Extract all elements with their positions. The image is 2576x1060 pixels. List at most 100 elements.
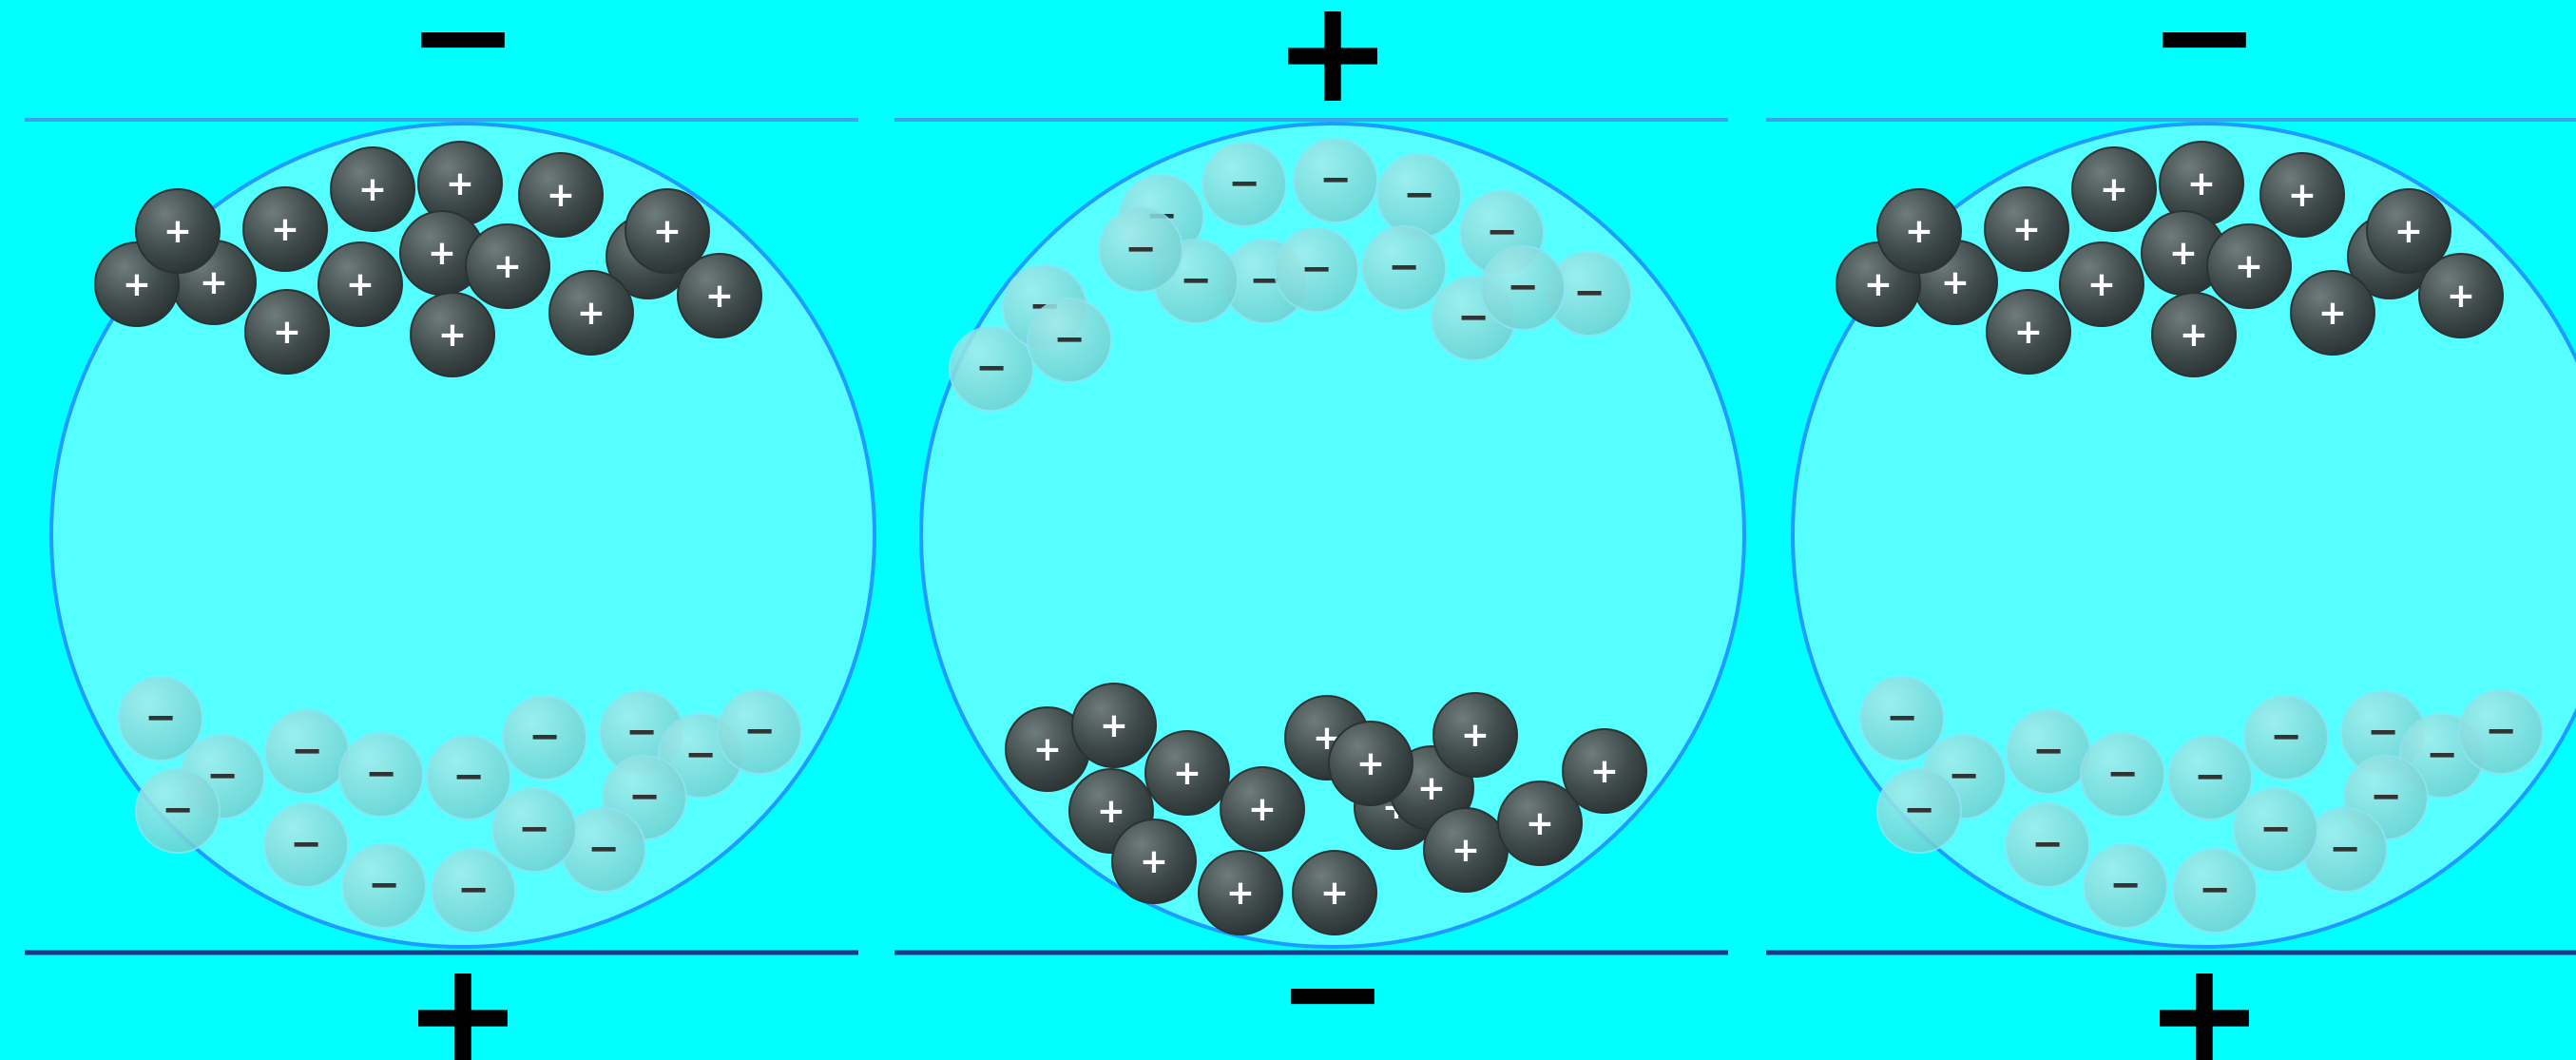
positive-charge: + xyxy=(466,224,549,308)
negative-charge: − xyxy=(339,733,423,817)
negative-charge: − xyxy=(1377,154,1461,238)
positive-sign: + xyxy=(2447,277,2475,316)
negative-sign: − xyxy=(684,733,717,777)
negative-sign: − xyxy=(2329,827,2361,871)
negative-sign: − xyxy=(457,868,490,912)
positive-charge: + xyxy=(245,290,329,374)
positive-sign: + xyxy=(428,234,456,273)
positive-sign: + xyxy=(1100,706,1128,745)
negative-sign: − xyxy=(518,807,550,851)
negative-sign: − xyxy=(2367,710,2399,754)
positive-charge: + xyxy=(331,147,414,231)
positive-sign: + xyxy=(2169,234,2198,273)
negative-sign: − xyxy=(1319,158,1352,202)
negative-sign: − xyxy=(2109,863,2142,907)
negative-sign: − xyxy=(290,822,322,866)
positive-charge: + xyxy=(2291,271,2374,355)
negative-sign: − xyxy=(1180,259,1212,302)
negative-sign: − xyxy=(1903,788,1935,832)
negative-sign: − xyxy=(452,755,485,799)
panel-1: −−−−−−−−−−−−−−−−−+++++++++++++++++ xyxy=(25,0,875,1060)
positive-sign: + xyxy=(2235,247,2263,286)
negative-sign: − xyxy=(2259,807,2292,851)
negative-charge: − xyxy=(1099,208,1182,292)
negative-charge: − xyxy=(1202,143,1286,226)
negative-charge: − xyxy=(2007,710,2090,794)
positive-sign: + xyxy=(1356,744,1385,783)
positive-sign: + xyxy=(1590,752,1619,791)
negative-charge: − xyxy=(342,844,426,928)
positive-sign: + xyxy=(1097,792,1125,831)
negative-sign: − xyxy=(587,827,620,871)
negative-sign: − xyxy=(365,752,397,796)
positive-charge: + xyxy=(1877,189,1961,273)
negative-charge: − xyxy=(119,677,202,761)
positive-charge: + xyxy=(2072,147,2156,231)
bottom-plate-sign: − xyxy=(1277,915,1388,1060)
positive-charge: + xyxy=(411,293,494,376)
positive-sign: + xyxy=(2087,265,2116,304)
positive-sign: + xyxy=(163,212,192,251)
positive-sign: + xyxy=(1248,790,1277,829)
positive-sign: + xyxy=(1140,842,1168,881)
negative-sign: − xyxy=(2194,755,2226,799)
positive-sign: + xyxy=(1451,831,1480,870)
positive-sign: + xyxy=(1941,263,1970,302)
positive-sign: + xyxy=(2180,316,2208,355)
negative-charge: − xyxy=(2234,788,2317,872)
positive-charge: + xyxy=(1221,767,1304,851)
positive-charge: + xyxy=(1424,808,1508,892)
positive-charge: + xyxy=(2152,293,2236,376)
positive-charge: + xyxy=(1145,731,1229,815)
negative-charge: − xyxy=(2168,736,2252,819)
positive-charge: + xyxy=(519,153,603,237)
positive-sign: + xyxy=(493,247,522,286)
negative-sign: − xyxy=(2270,715,2302,759)
negative-charge: − xyxy=(1877,769,1961,853)
negative-sign: − xyxy=(975,346,1008,390)
positive-sign: + xyxy=(2100,170,2128,209)
negative-sign: − xyxy=(2031,822,2064,866)
negative-charge: − xyxy=(2173,849,2257,933)
bottom-plate-sign: + xyxy=(2144,932,2264,1060)
negative-charge: − xyxy=(503,696,586,780)
negative-sign: − xyxy=(291,729,323,773)
positive-charge: + xyxy=(1985,187,2068,271)
positive-sign: + xyxy=(438,316,467,355)
negative-sign: − xyxy=(2199,868,2231,912)
positive-sign: + xyxy=(653,212,682,251)
positive-sign: + xyxy=(1905,212,1933,251)
negative-sign: − xyxy=(743,709,776,753)
negative-sign: − xyxy=(2106,752,2139,796)
negative-sign: − xyxy=(1300,247,1333,291)
negative-charge: − xyxy=(718,690,801,774)
negative-charge: − xyxy=(427,736,510,819)
top-plate-sign: − xyxy=(2148,0,2259,114)
positive-charge: + xyxy=(1112,819,1196,903)
positive-sign: + xyxy=(273,313,301,352)
positive-charge: + xyxy=(1199,851,1282,935)
negative-sign: − xyxy=(2032,729,2065,773)
negative-charge: − xyxy=(1275,228,1358,312)
positive-charge: + xyxy=(2260,153,2344,237)
negative-sign: − xyxy=(1388,245,1420,289)
negative-charge: − xyxy=(2006,803,2089,887)
panel-3: −−−−−−−−−−−−−−−−−+++++++++++++++++ xyxy=(1766,0,2576,1060)
positive-charge: + xyxy=(2207,224,2291,308)
positive-sign: + xyxy=(346,265,375,304)
positive-sign: + xyxy=(2288,176,2316,215)
negative-sign: − xyxy=(529,715,561,759)
positive-sign: + xyxy=(547,176,575,215)
positive-charge: + xyxy=(1072,684,1156,767)
positive-charge: + xyxy=(243,187,327,271)
negative-sign: − xyxy=(2426,733,2458,777)
positive-sign: + xyxy=(2394,212,2423,251)
positive-sign: + xyxy=(1417,769,1446,808)
positive-sign: + xyxy=(358,170,387,209)
positive-sign: + xyxy=(1461,716,1490,755)
positive-sign: + xyxy=(577,294,606,333)
negative-sign: − xyxy=(628,775,661,819)
negative-sign: − xyxy=(2370,775,2402,819)
bottom-plate-sign: + xyxy=(403,932,523,1060)
positive-sign: + xyxy=(1033,730,1062,769)
